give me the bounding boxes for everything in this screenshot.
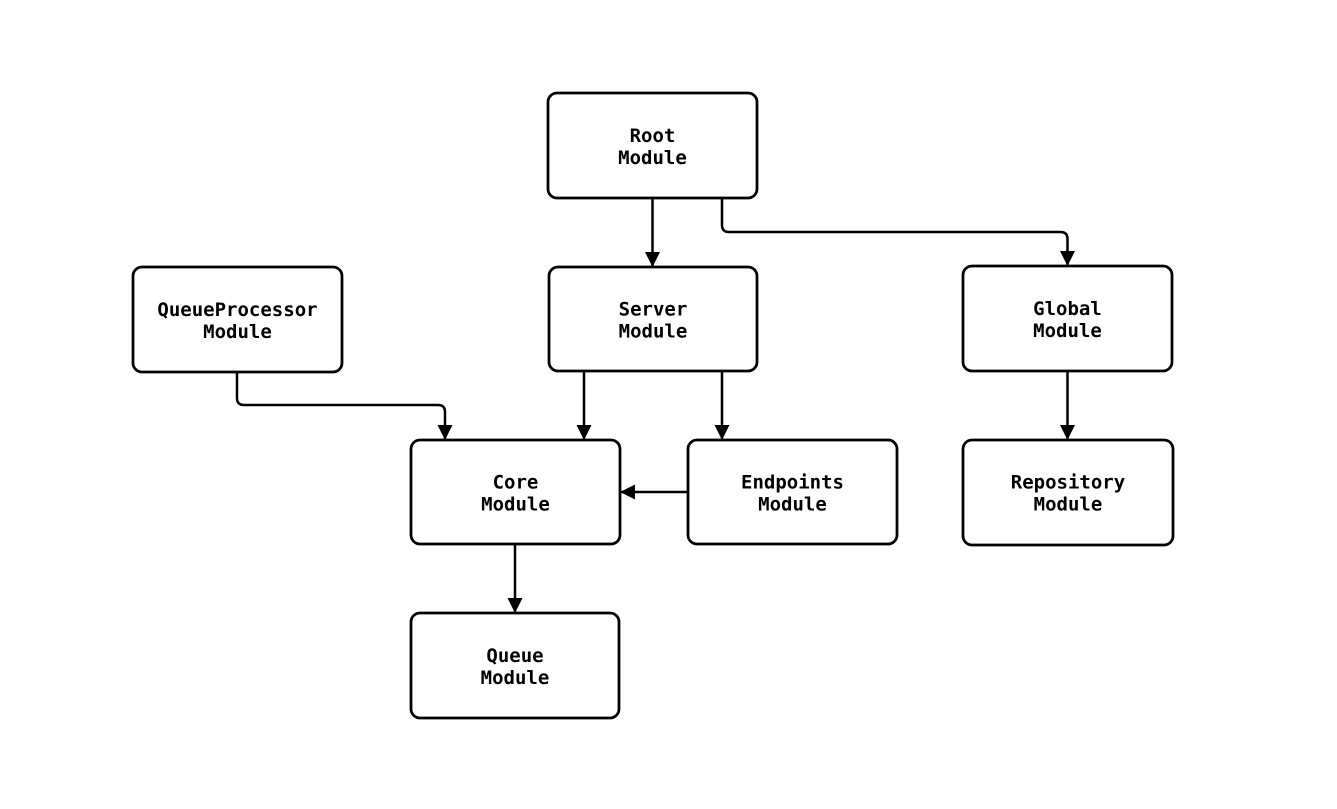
node-queue-module: Queue Module [409, 611, 621, 720]
node-endpoints-module-label-line1: Endpoints [741, 472, 844, 494]
node-root-module-box [546, 91, 759, 200]
node-global-module-label-line1: Global [1033, 298, 1102, 320]
node-endpoints-module-label-line2: Module [758, 494, 827, 516]
node-endpoints-module-box [686, 438, 899, 546]
node-queueprocessor-module: QueueProcessor Module [131, 265, 344, 374]
node-root-module-label-line1: Root [630, 125, 676, 147]
node-global-module-label-line2: Module [1033, 320, 1102, 342]
node-core-module: Core Module [409, 438, 622, 546]
node-repository-module-box [961, 438, 1175, 547]
node-global-module: Global Module [961, 264, 1174, 373]
node-server-module: Server Module [547, 265, 759, 373]
node-root-module: Root Module [546, 91, 759, 200]
node-core-module-label-line2: Module [481, 494, 550, 516]
node-repository-module: Repository Module [961, 438, 1175, 547]
node-server-module-label-line2: Module [619, 321, 688, 343]
node-queueprocessor-module-label-line1: QueueProcessor [157, 299, 317, 321]
node-server-module-label-line1: Server [619, 299, 688, 321]
node-root-module-label-line2: Module [618, 147, 687, 169]
node-queueprocessor-module-label-line2: Module [203, 321, 272, 343]
node-repository-module-label-line2: Module [1034, 494, 1103, 516]
node-global-module-box [961, 264, 1174, 373]
node-queueprocessor-module-box [131, 265, 344, 374]
edge-root-to-global [720, 198, 1075, 266]
node-core-module-label-line1: Core [493, 472, 539, 494]
node-queue-module-box [409, 611, 621, 720]
edges-layer [235, 198, 1075, 613]
node-queue-module-label-line1: Queue [486, 645, 543, 667]
nodes-layer: Root Module QueueProcessor Module Server… [131, 91, 1175, 720]
node-endpoints-module: Endpoints Module [686, 438, 899, 546]
node-queue-module-label-line2: Module [481, 667, 550, 689]
node-server-module-box [547, 265, 759, 373]
node-repository-module-label-line1: Repository [1011, 472, 1125, 494]
node-core-module-box [409, 438, 622, 546]
edge-queueprocessor-to-core [235, 372, 453, 440]
